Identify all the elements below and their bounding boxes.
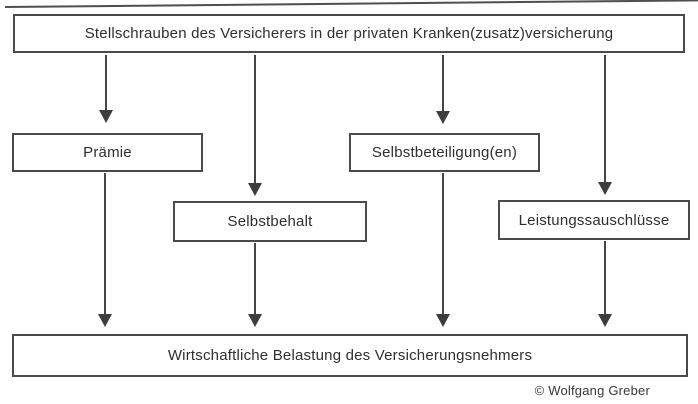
copyright-text: © Wolfgang Greber	[534, 383, 650, 398]
arrow-shaft	[105, 55, 107, 111]
arrow-shaft	[254, 243, 256, 315]
node-praemie: Prämie	[12, 133, 203, 172]
title-box: Stellschrauben des Versicherers in der p…	[13, 14, 685, 53]
arrow-down-icon	[248, 183, 262, 196]
arrow-shaft	[104, 173, 106, 315]
node-praemie-label: Prämie	[83, 144, 132, 161]
node-selbstbehalt-label: Selbstbehalt	[227, 213, 313, 230]
arrow-selbstbehalt-to-result	[248, 243, 262, 327]
title-text: Stellschrauben des Versicherers in der p…	[84, 25, 614, 42]
arrow-shaft	[442, 173, 444, 315]
result-text: Wirtschaftliche Belastung des Versicheru…	[167, 347, 533, 364]
arrow-down-icon	[436, 314, 450, 327]
node-selbstbeteiligung-label: Selbstbeteiligung(en)	[371, 144, 518, 161]
arrow-praemie-to-result	[98, 173, 112, 327]
node-selbstbehalt: Selbstbehalt	[173, 201, 367, 242]
arrow-shaft	[604, 55, 606, 183]
arrow-down-icon	[99, 110, 113, 123]
arrow-title-to-leistungsausschluesse	[598, 55, 612, 195]
result-box: Wirtschaftliche Belastung des Versicheru…	[12, 334, 688, 377]
arrow-down-icon	[598, 314, 612, 327]
arrow-shaft	[604, 241, 606, 315]
arrow-shaft	[442, 55, 444, 112]
arrow-down-icon	[248, 314, 262, 327]
arrow-leistungsausschluesse-to-result	[598, 241, 612, 327]
arrow-down-icon	[598, 182, 612, 195]
arrow-down-icon	[98, 314, 112, 327]
scan-edge-line	[4, 0, 698, 8]
node-leistungsausschluesse: Leistungssauschlüsse	[498, 200, 690, 240]
arrow-title-to-selbstbeteiligung	[436, 55, 450, 124]
arrow-selbstbeteiligung-to-result	[436, 173, 450, 327]
node-leistungsausschluesse-label: Leistungssauschlüsse	[518, 211, 670, 229]
arrow-title-to-praemie	[99, 55, 113, 123]
arrow-title-to-selbstbehalt	[248, 55, 262, 196]
arrow-down-icon	[436, 111, 450, 124]
arrow-shaft	[254, 55, 256, 184]
node-selbstbeteiligung: Selbstbeteiligung(en)	[349, 133, 540, 172]
